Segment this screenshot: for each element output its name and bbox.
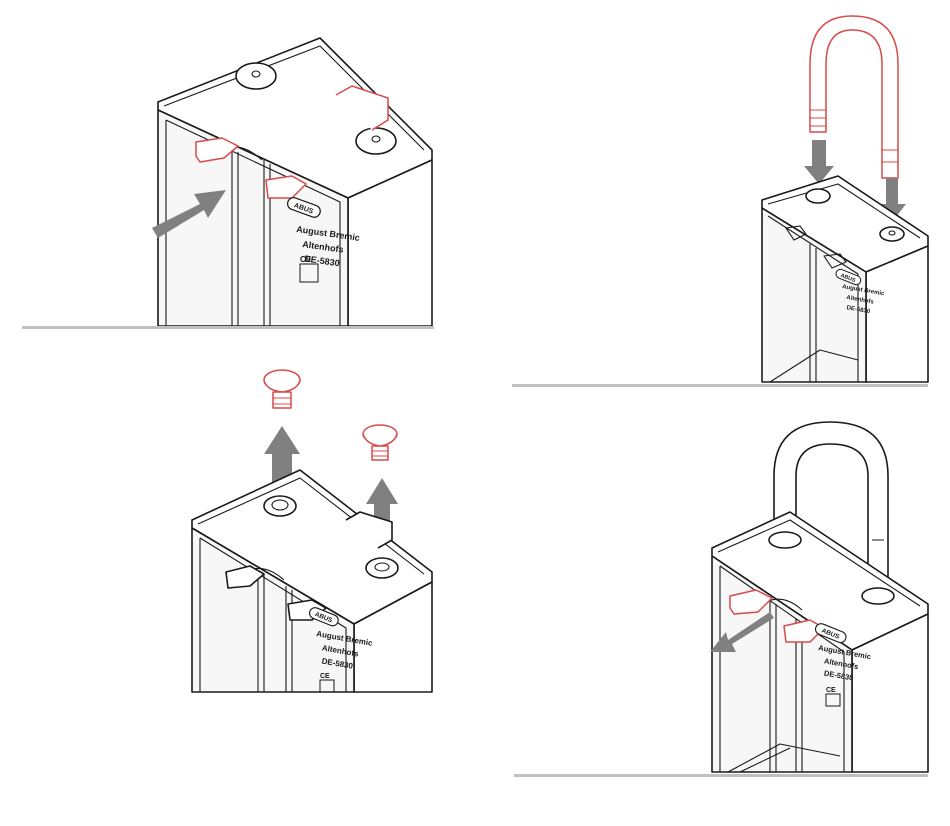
panel-separator [22,326,434,329]
plug-icon [264,370,300,408]
panel-separator [512,384,928,387]
panel-separator [514,774,928,777]
panel-top-left: ABUS August Bremic Altenhofs DE-5830 CE [22,38,434,329]
plug-icon [363,425,397,460]
panel-top-right: ABUS August Bremic Altenhofs DE-5830 [512,16,928,387]
panel-bottom-right: ABUS August Bremic Altenhofs DE-5830 CE [514,422,928,777]
panel-bottom-left: ABUS August Bremic Altenhofs DE-5830 CE [192,370,432,692]
ce-mark: CE [300,255,312,264]
ce-mark: CE [826,687,836,694]
ce-mark: CE [320,673,330,680]
direction-arrow-icon [804,140,834,184]
